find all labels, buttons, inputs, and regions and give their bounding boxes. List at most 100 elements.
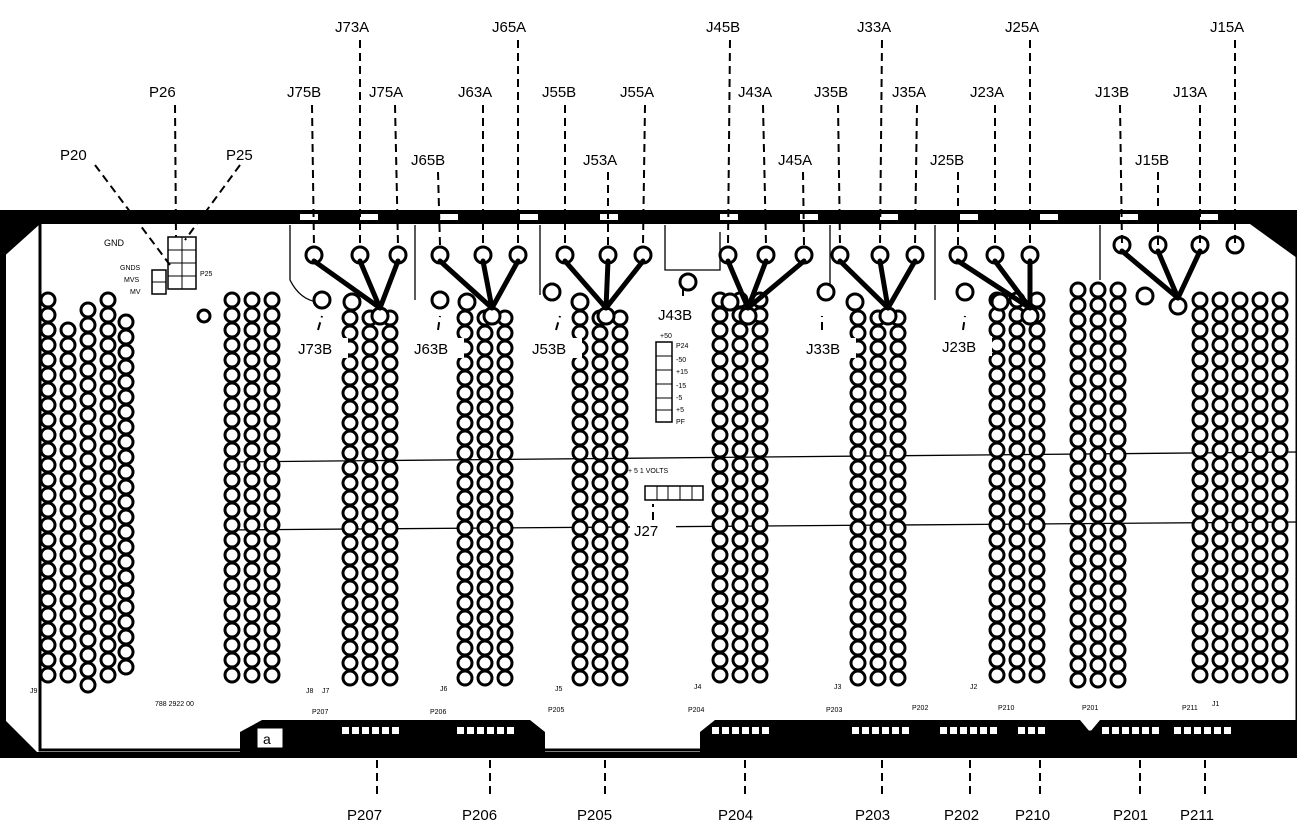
pad — [731, 336, 749, 354]
jumper-trace — [1119, 248, 1181, 301]
pad — [117, 643, 135, 661]
pad — [39, 366, 57, 384]
pad — [263, 351, 281, 369]
pad — [1089, 296, 1107, 314]
pad — [849, 564, 867, 582]
label-j35a: J35A — [892, 84, 926, 101]
label-j73b: J73B — [298, 341, 332, 358]
pad — [99, 561, 117, 579]
label-j25a: J25A — [1005, 19, 1039, 36]
pad — [1089, 671, 1107, 689]
edge-contact — [752, 727, 759, 734]
pad — [79, 541, 97, 559]
pad — [456, 519, 474, 537]
pad — [711, 366, 729, 384]
pad — [751, 381, 769, 399]
silk-ref-p207: P207 — [312, 709, 328, 716]
pad — [79, 511, 97, 529]
pad — [79, 346, 97, 364]
pad — [223, 576, 241, 594]
edge-contact — [1174, 727, 1181, 734]
pad — [496, 639, 514, 657]
pad — [476, 399, 494, 417]
pad — [1271, 621, 1289, 639]
pad — [1008, 621, 1026, 639]
pad — [816, 282, 836, 302]
header-p24: +50 P24 -50 +15 -15 -5 +5 PF — [655, 333, 689, 426]
pad — [59, 336, 77, 354]
pad — [1271, 351, 1289, 369]
pad — [1089, 611, 1107, 629]
pad — [988, 546, 1006, 564]
pad — [59, 576, 77, 594]
pad — [849, 534, 867, 552]
pad — [361, 474, 379, 492]
pad — [476, 639, 494, 657]
pad — [1271, 366, 1289, 384]
edge-contact — [1224, 727, 1231, 734]
pad — [1008, 561, 1026, 579]
pad — [476, 549, 494, 567]
pad — [59, 486, 77, 504]
pad — [1069, 326, 1087, 344]
pad — [869, 564, 887, 582]
pad — [456, 429, 474, 447]
pad — [59, 381, 77, 399]
pad — [117, 328, 135, 346]
pad — [849, 444, 867, 462]
pad — [263, 411, 281, 429]
pad — [711, 546, 729, 564]
pad — [263, 321, 281, 339]
pad — [263, 546, 281, 564]
pad — [496, 324, 514, 342]
silk-j5: J5 — [555, 686, 563, 693]
pad — [1271, 321, 1289, 339]
pad — [988, 336, 1006, 354]
label-j23b: J23B — [942, 339, 976, 356]
pad — [1089, 446, 1107, 464]
pad — [1028, 546, 1046, 564]
pad — [341, 354, 359, 372]
silk-p24-r5: PF — [676, 419, 685, 426]
pad — [243, 426, 261, 444]
pad — [1251, 441, 1269, 459]
pad — [711, 516, 729, 534]
pad — [341, 519, 359, 537]
pad — [223, 516, 241, 534]
pad — [59, 621, 77, 639]
pad — [243, 561, 261, 579]
pad — [611, 354, 629, 372]
pad — [99, 621, 117, 639]
pad — [263, 441, 281, 459]
pad — [381, 324, 399, 342]
pad — [361, 369, 379, 387]
pad — [263, 636, 281, 654]
pad — [751, 336, 769, 354]
edge-contact — [950, 727, 957, 734]
pad — [456, 639, 474, 657]
pad — [591, 369, 609, 387]
pad — [1109, 281, 1127, 299]
pad — [1109, 356, 1127, 374]
pad — [243, 531, 261, 549]
bottom-silkscreen: 788 2922 00 J9 J8 J7 J6 J5 J4 J3 J2 J1 P… — [30, 684, 1220, 749]
silk-j8: J8 — [306, 688, 314, 695]
pad — [869, 594, 887, 612]
pad — [496, 384, 514, 402]
pad — [1109, 611, 1127, 629]
pad — [99, 606, 117, 624]
pad — [456, 324, 474, 342]
pad — [99, 666, 117, 684]
pad — [1191, 486, 1209, 504]
pad — [1211, 606, 1229, 624]
pad — [571, 324, 589, 342]
pad — [988, 651, 1006, 669]
pad — [117, 313, 135, 331]
pad — [243, 666, 261, 684]
pad — [1069, 521, 1087, 539]
pad — [731, 381, 749, 399]
pad — [361, 399, 379, 417]
edge-contact — [612, 727, 619, 734]
pad — [1271, 396, 1289, 414]
pad — [456, 594, 474, 612]
